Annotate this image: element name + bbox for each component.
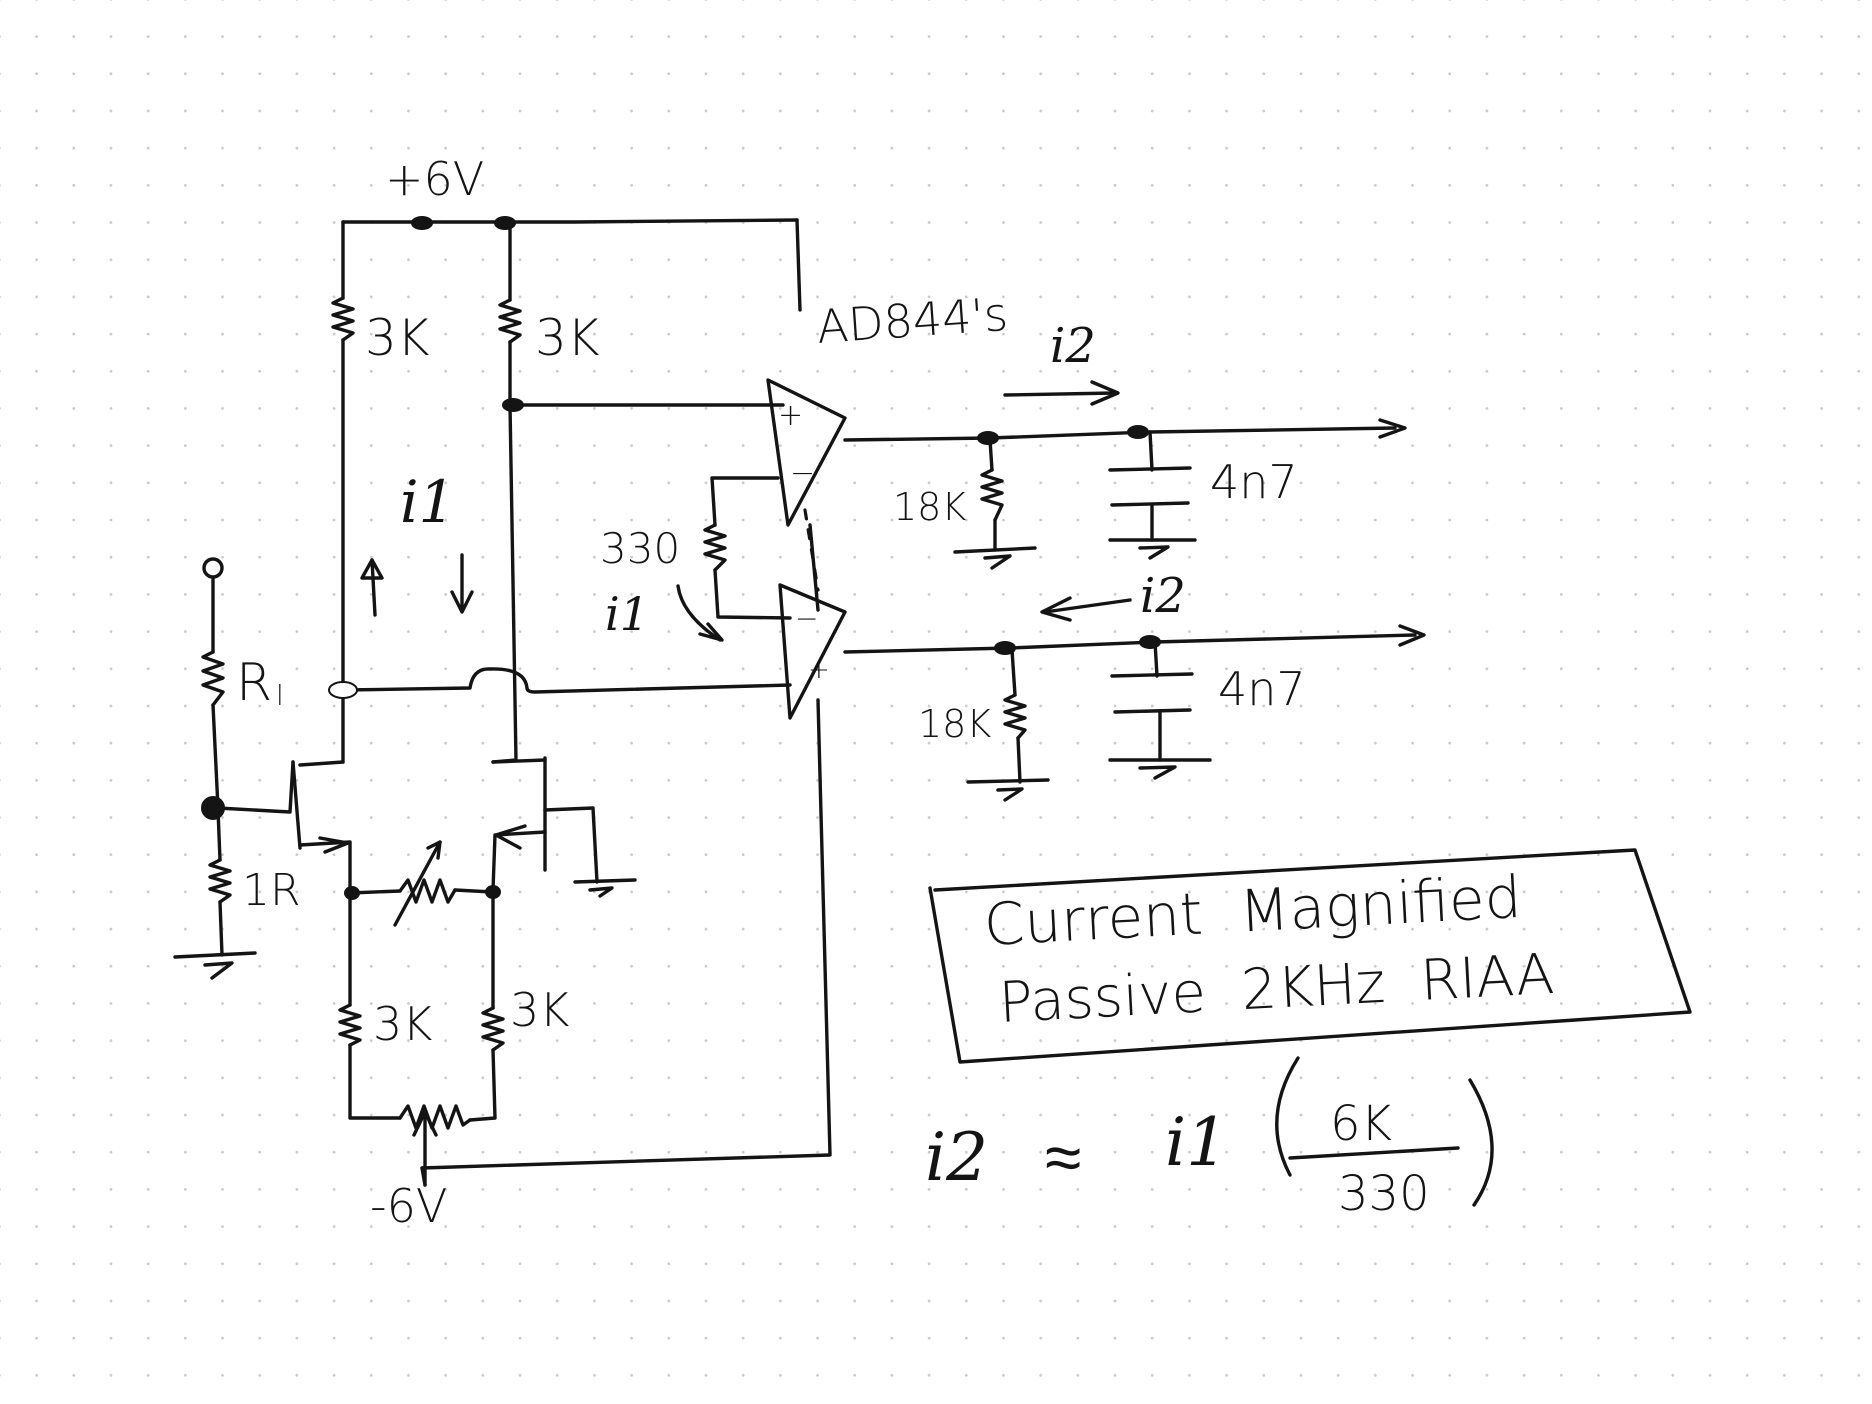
capacitor-top — [1108, 466, 1192, 507]
label-c-top: 4n7 — [1210, 455, 1298, 509]
resistor-bottom-left — [338, 1003, 362, 1047]
resistor-load — [201, 650, 225, 707]
formula-paren — [1275, 1056, 1494, 1207]
label-plus-supply: +6V — [385, 152, 484, 206]
resistor-sense-1r — [208, 858, 232, 904]
label-r-bot-right: 3K — [510, 983, 569, 1037]
label-r-top-left: 3K — [365, 309, 430, 367]
label-i1-left: i1 — [605, 587, 649, 641]
formula-lhs: i2 — [925, 1119, 988, 1196]
resistor-top-left — [331, 296, 355, 342]
pot-source-degeneration — [393, 840, 457, 927]
resistor-18k-bottom — [1003, 693, 1027, 740]
label-opamp-part: AD844's — [815, 287, 1010, 354]
junction-dots — [201, 216, 1161, 900]
resistor-bottom-right — [481, 1006, 505, 1052]
label-r-top-right: 3K — [535, 309, 600, 367]
ground-symbols — [173, 538, 1212, 980]
resistor-top-right — [498, 298, 522, 344]
capacitor-bottom — [1110, 672, 1194, 714]
opamp-top — [766, 378, 847, 527]
label-i2-top: i2 — [1050, 318, 1096, 374]
label-r-load-sub: l — [276, 679, 284, 712]
opamp-top-plus: + — [778, 398, 803, 433]
label-r-sense: 1R — [242, 865, 301, 916]
label-minus-supply: -6V — [370, 1179, 447, 1233]
label-r-18k-top: 18K — [893, 485, 966, 529]
label-i1-center: i1 — [400, 468, 455, 536]
opamp-bottom — [778, 583, 847, 720]
resistor-330 — [703, 523, 727, 572]
title-line-2: Passive 2KHz RIAA — [997, 942, 1555, 1036]
label-c-bottom: 4n7 — [1218, 662, 1306, 716]
formula-factor: i1 — [1165, 1104, 1228, 1181]
opamp-bottom-minus: − — [795, 602, 818, 635]
current-arrows — [360, 380, 1426, 647]
formula-approx: ≈ — [1045, 1119, 1081, 1196]
opamp-top-minus: − — [790, 456, 815, 491]
formula-numerator: 6K — [1330, 1096, 1392, 1152]
title-box — [928, 848, 1692, 1064]
label-r-load: R — [236, 653, 272, 713]
resistor-18k-top — [980, 468, 1004, 522]
label-r-18k-bottom: 18K — [918, 702, 991, 746]
wiring — [211, 218, 1417, 1187]
title-line-1: Current Magnified — [982, 863, 1523, 959]
formula-denominator: 330 — [1338, 1166, 1430, 1222]
label-i2-mid: i2 — [1140, 568, 1186, 624]
label-r-330: 330 — [600, 524, 680, 573]
label-r-bot-left: 3K — [373, 997, 432, 1051]
pot-bottom-trim — [398, 1104, 472, 1187]
opamp-bottom-plus: + — [808, 655, 830, 685]
